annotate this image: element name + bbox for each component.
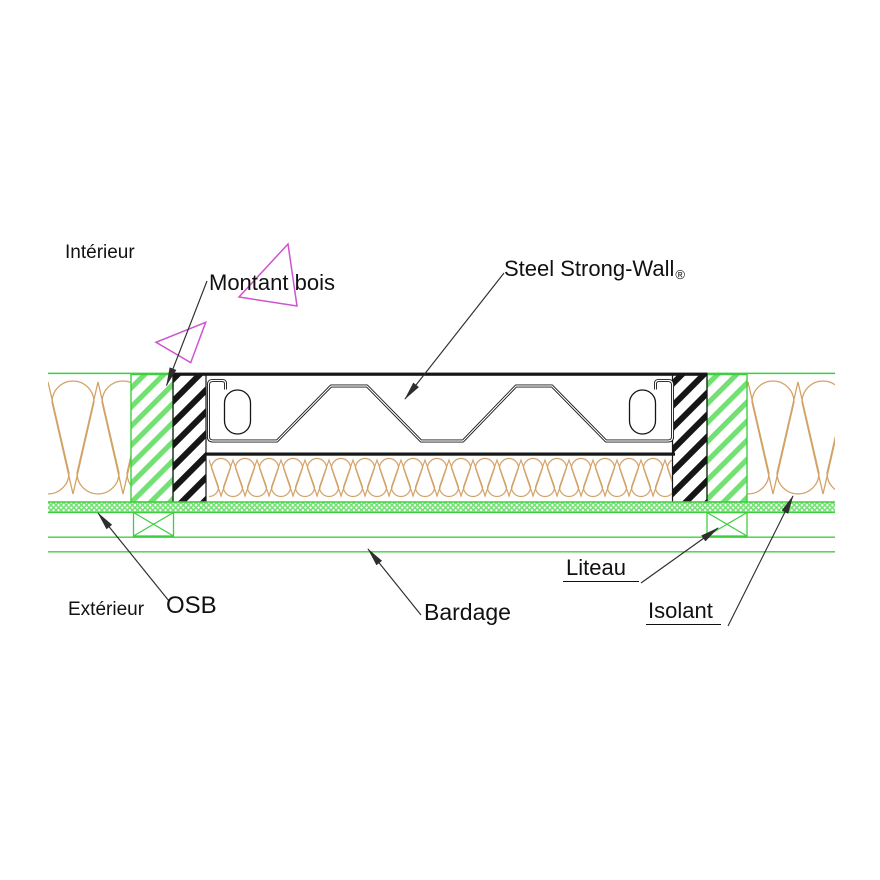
wood-stud-right (706, 373, 748, 503)
label-steel-strong-wall-text: Steel Strong-Wall (504, 256, 675, 281)
osb-layer (48, 501, 835, 514)
channel-slot-left (223, 389, 252, 435)
leader-montant-bois (165, 280, 208, 387)
label-osb: OSB (166, 592, 217, 619)
label-bardage: Bardage (424, 599, 511, 625)
top-line-steel-bay (173, 372, 708, 376)
registered-trademark-symbol: ® (675, 267, 685, 282)
leader-isolant (727, 495, 794, 627)
label-exterieur: Extérieur (68, 599, 145, 620)
triangle-marker-1 (237, 242, 298, 307)
leader-bardage (367, 548, 422, 616)
bardage-lines (48, 536, 835, 553)
label-montant-bois: Montant bois (209, 270, 335, 295)
label-isolant: Isolant (646, 599, 721, 626)
triangle-marker-2 (154, 320, 207, 364)
leader-osb (97, 512, 170, 602)
leader-liteau (640, 527, 719, 584)
end-post-right-hatch (671, 373, 708, 503)
wood-stud-left (130, 373, 174, 503)
leader-steel-strong-wall (404, 272, 505, 400)
insulation-batt-right (747, 375, 835, 501)
insulation-batt-left (48, 375, 131, 501)
label-interieur: Intérieur (65, 242, 135, 263)
liteau-left (132, 511, 175, 537)
end-post-left-hatch (172, 373, 207, 503)
label-steel-strong-wall: Steel Strong-Wall® (504, 256, 685, 282)
steel-channel-profile (207, 379, 674, 443)
steel-panel-bottom-line (205, 452, 675, 456)
liteau-right (706, 511, 748, 537)
insulation-batt-bay (209, 456, 672, 500)
label-liteau: Liteau (563, 556, 639, 583)
channel-slot-right (628, 389, 657, 435)
